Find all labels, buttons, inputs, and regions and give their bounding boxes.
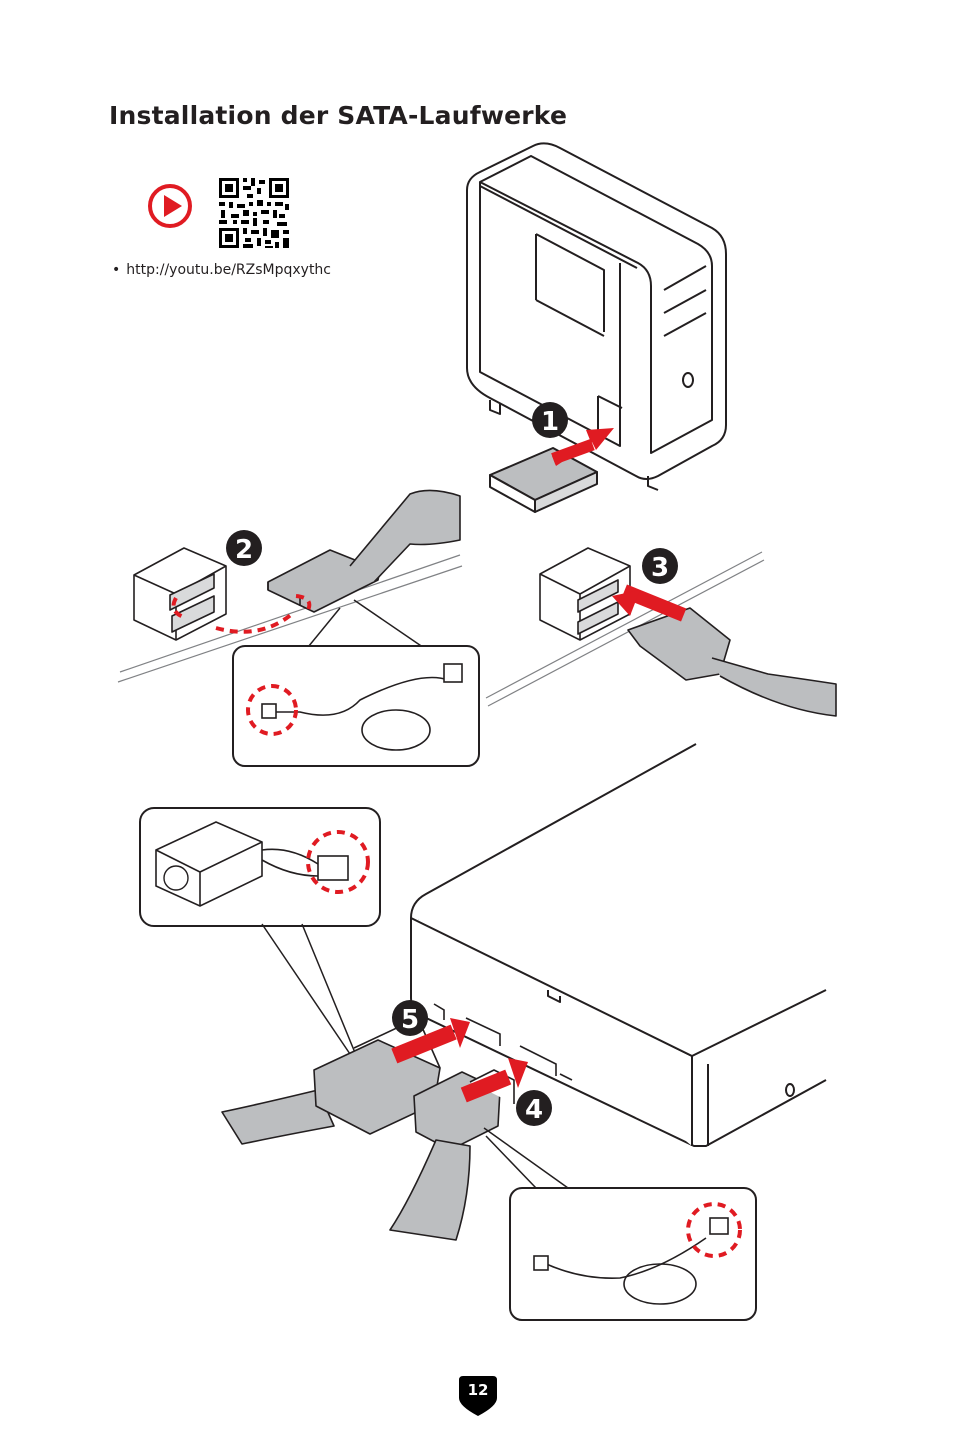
step-badges: 1 2 3 4 5 (226, 402, 678, 1126)
video-link-text[interactable]: http://youtu.be/RZsMpqxythc (126, 262, 332, 278)
hdd-step1 (489, 447, 598, 513)
step-2-number: 2 (235, 535, 253, 565)
dashed-callout-left (246, 684, 298, 736)
dashed-callout-power (686, 1202, 742, 1258)
dashed-step2 (171, 594, 312, 634)
arrow-step4 (460, 1069, 512, 1103)
arrow-step5 (391, 1024, 457, 1064)
page-number: 12 (467, 1381, 489, 1399)
step-4-badge (516, 1090, 552, 1126)
play-icon[interactable] (146, 182, 194, 230)
step2-scene (117, 489, 463, 683)
qr-code (217, 176, 291, 250)
step-5-number: 5 (401, 1005, 419, 1035)
step-5-badge (392, 1000, 428, 1036)
step-3-number: 3 (651, 553, 669, 583)
page-number-badge (459, 1376, 497, 1416)
step-2-badge (226, 530, 262, 566)
callout-sata-cable (232, 645, 480, 767)
page-title: Installation der SATA-Laufwerke (109, 101, 568, 130)
power-connector (221, 1017, 515, 1241)
dashed-callout-psu (306, 830, 370, 894)
step-4-number: 4 (525, 1095, 543, 1125)
step-1-number: 1 (541, 407, 559, 437)
callout-sata-power (509, 1187, 757, 1321)
step-1-badge (532, 402, 568, 438)
step-3-badge (642, 548, 678, 584)
callout-psu (139, 807, 381, 927)
pc-case (466, 142, 727, 491)
video-link[interactable]: •http://youtu.be/RZsMpqxythc (112, 262, 332, 278)
drive-ports (433, 1003, 573, 1081)
drive-bottom (410, 743, 827, 1147)
step3-scene (485, 547, 837, 717)
